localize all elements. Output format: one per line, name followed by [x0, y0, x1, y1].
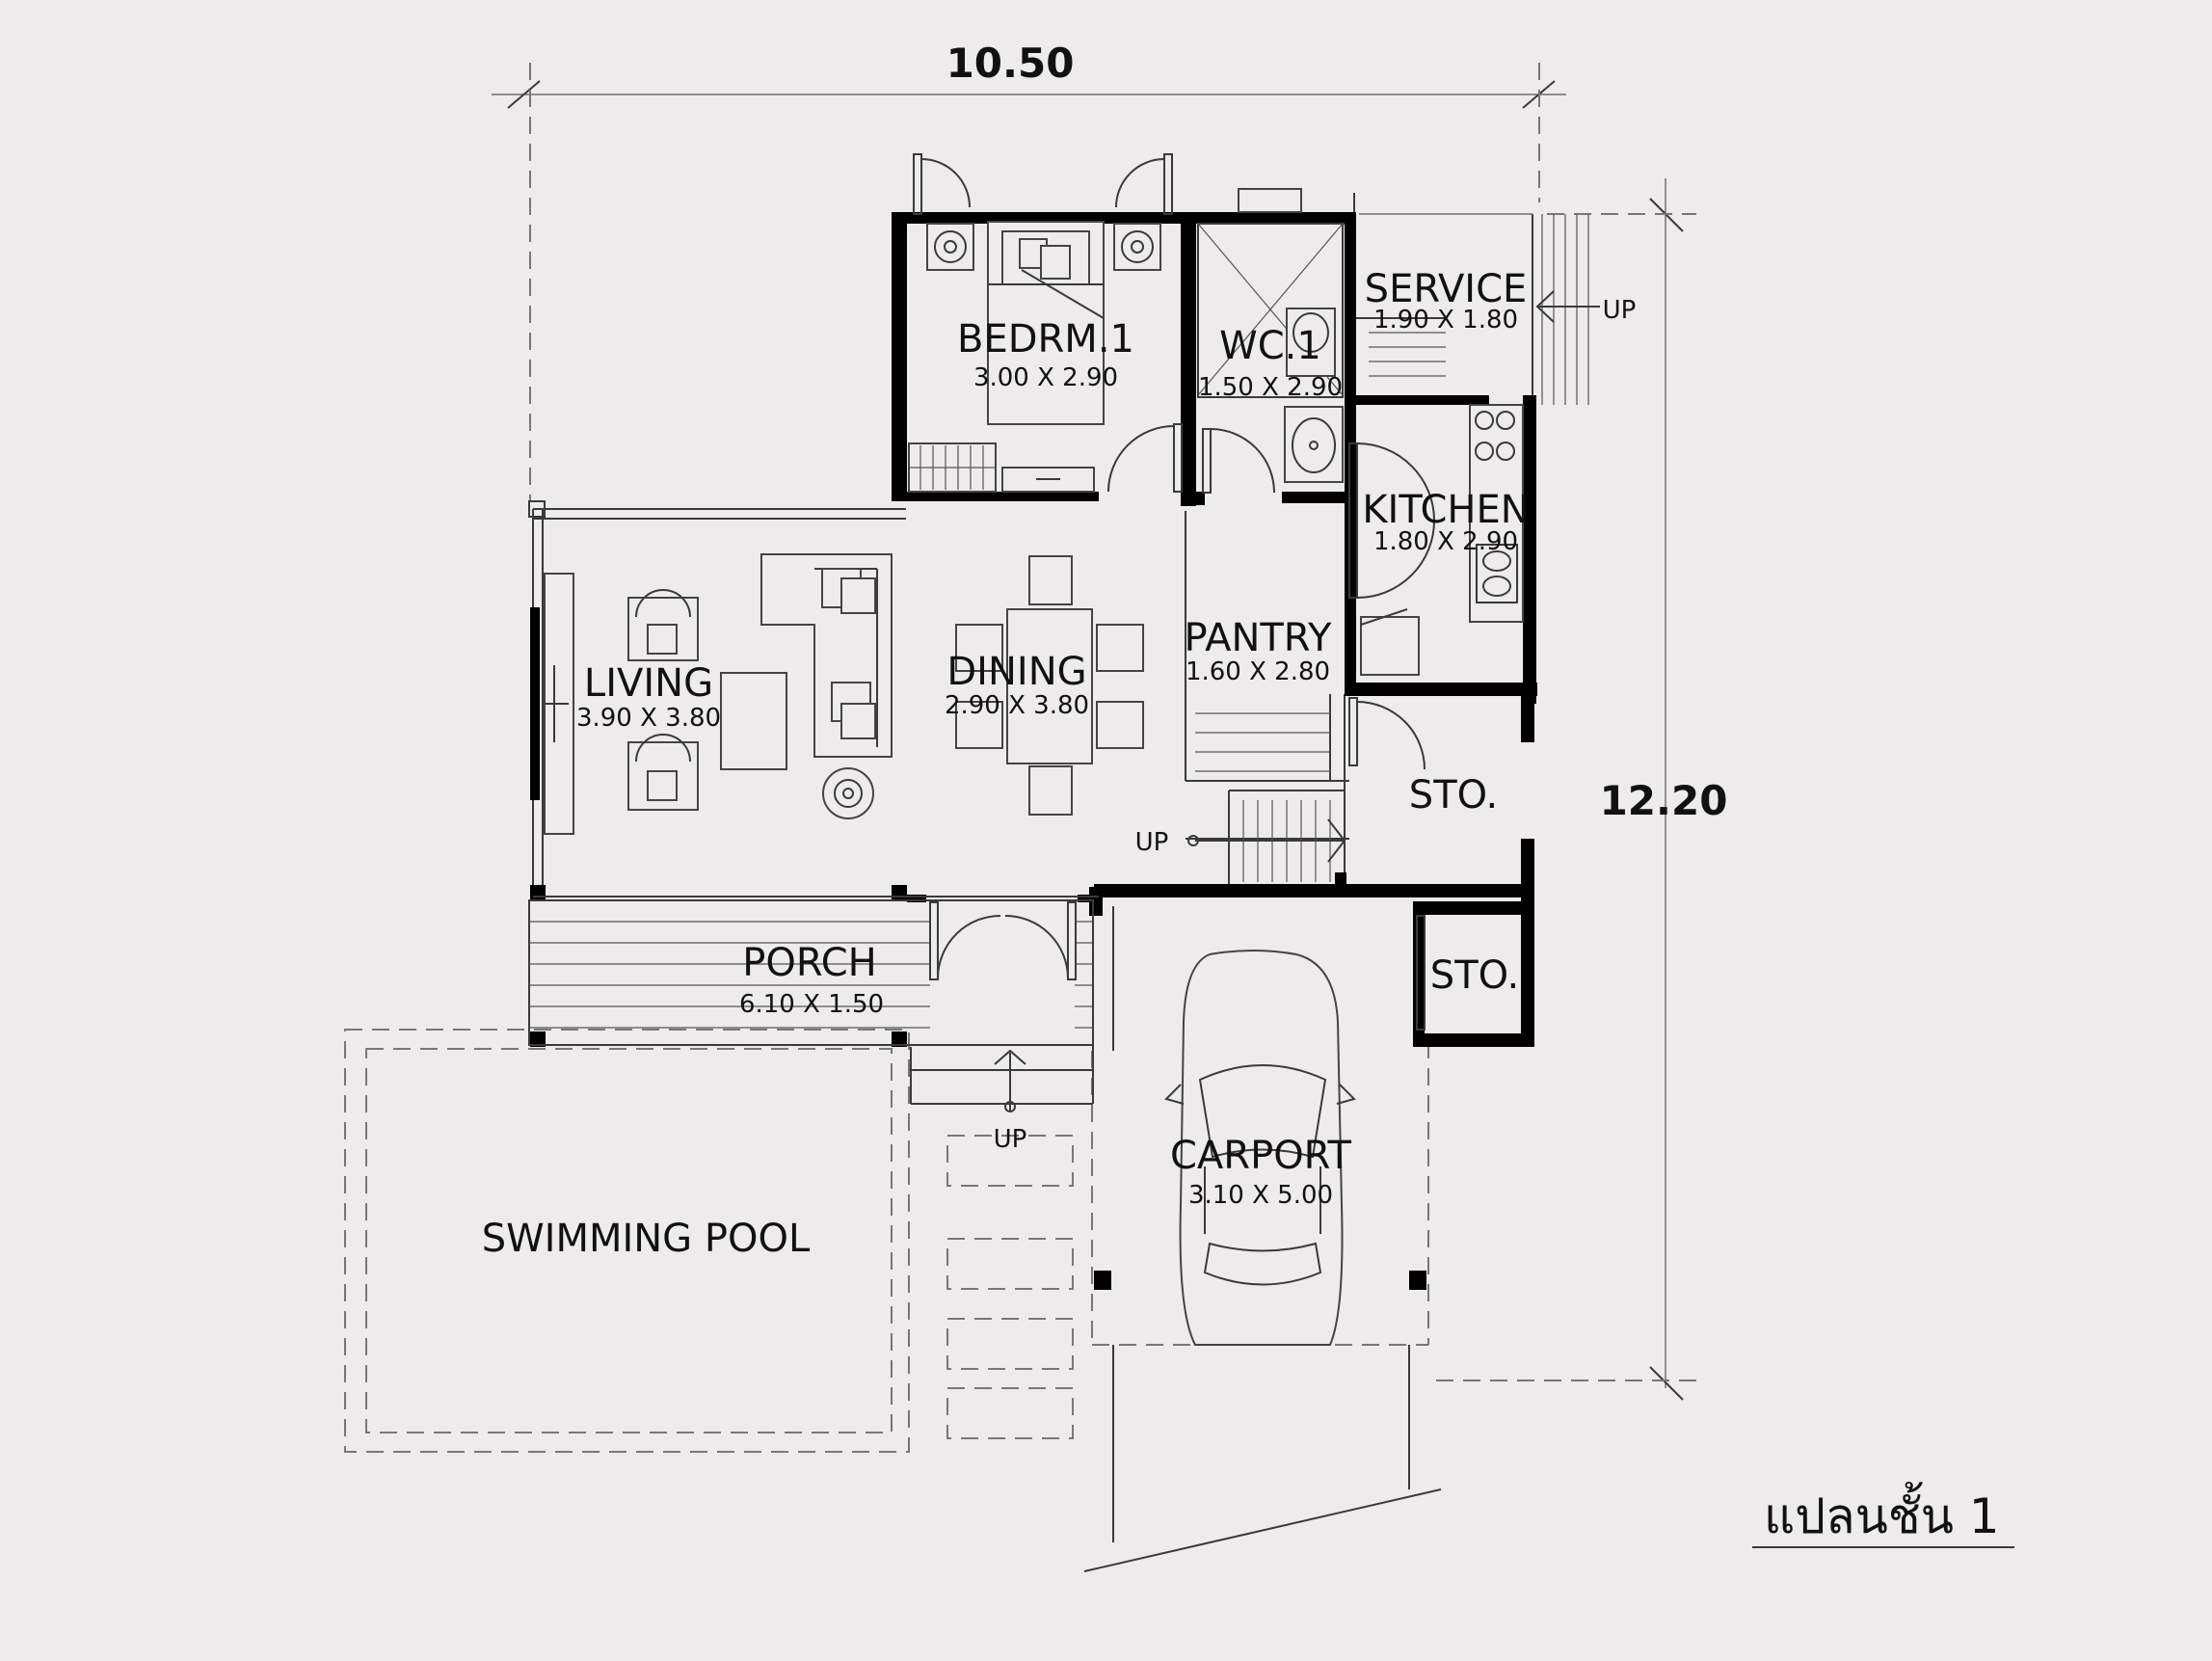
service-name: SERVICE: [1365, 267, 1528, 311]
porch-deck: [528, 899, 1114, 1112]
width-dimension-label: 10.50: [946, 40, 1075, 87]
depth-dimension-label: 12.20: [1600, 777, 1728, 824]
service-up-label: UP: [1603, 296, 1637, 325]
living-size: 3.90 X 3.80: [576, 704, 721, 733]
wc-name: WC.1: [1219, 324, 1321, 368]
plan-title: แปลนชั้น 1: [1764, 1482, 2000, 1544]
kitchen-name: KITCHEN: [1362, 488, 1529, 532]
service-size: 1.90 X 1.80: [1373, 306, 1518, 335]
pantry-stairs: [1195, 712, 1346, 882]
storage-2-name: STO.: [1430, 953, 1519, 998]
living-name: LIVING: [584, 661, 713, 706]
kitchen-size: 1.80 X 2.90: [1373, 527, 1518, 556]
porch-up-label: UP: [994, 1125, 1027, 1154]
bedroom-name: BEDRM.1: [957, 317, 1134, 362]
bedroom-furniture: [908, 153, 1183, 493]
wc-size: 1.50 X 2.90: [1198, 373, 1343, 402]
service-stairs: [1359, 213, 1600, 405]
bedroom-size: 3.00 X 2.90: [973, 363, 1118, 392]
porch-name: PORCH: [742, 941, 876, 985]
pool-name: SWIMMING POOL: [482, 1217, 811, 1261]
dining-furniture: [955, 555, 1144, 816]
storage-doors: [1348, 697, 1426, 1031]
pantry-size: 1.60 X 2.80: [1186, 657, 1330, 686]
carport-name: CARPORT: [1170, 1134, 1352, 1178]
living-furniture: [627, 553, 893, 819]
dimension-lines: [492, 63, 1696, 1401]
carport-size: 3.10 X 5.00: [1188, 1181, 1333, 1210]
pantry-name: PANTRY: [1185, 616, 1333, 660]
living-up-label: UP: [1135, 828, 1169, 857]
storage-1-name: STO.: [1409, 773, 1498, 817]
living-windows: [528, 500, 1099, 897]
car-drawing: [1164, 950, 1356, 1346]
living-stair-arrow: [1187, 835, 1199, 846]
dining-size: 2.90 X 3.80: [945, 691, 1089, 720]
dining-name: DINING: [946, 650, 1086, 694]
walls: [530, 212, 1537, 1290]
porch-size: 6.10 X 1.50: [739, 990, 884, 1019]
pool-outline: [344, 1029, 910, 1453]
labels: 10.50 12.20 BEDRM.1 3.00 X 2.90 WC.1 1.5…: [482, 40, 2014, 1548]
wc-fixtures: [1197, 188, 1345, 494]
kitchen-fixtures: [1348, 404, 1524, 676]
